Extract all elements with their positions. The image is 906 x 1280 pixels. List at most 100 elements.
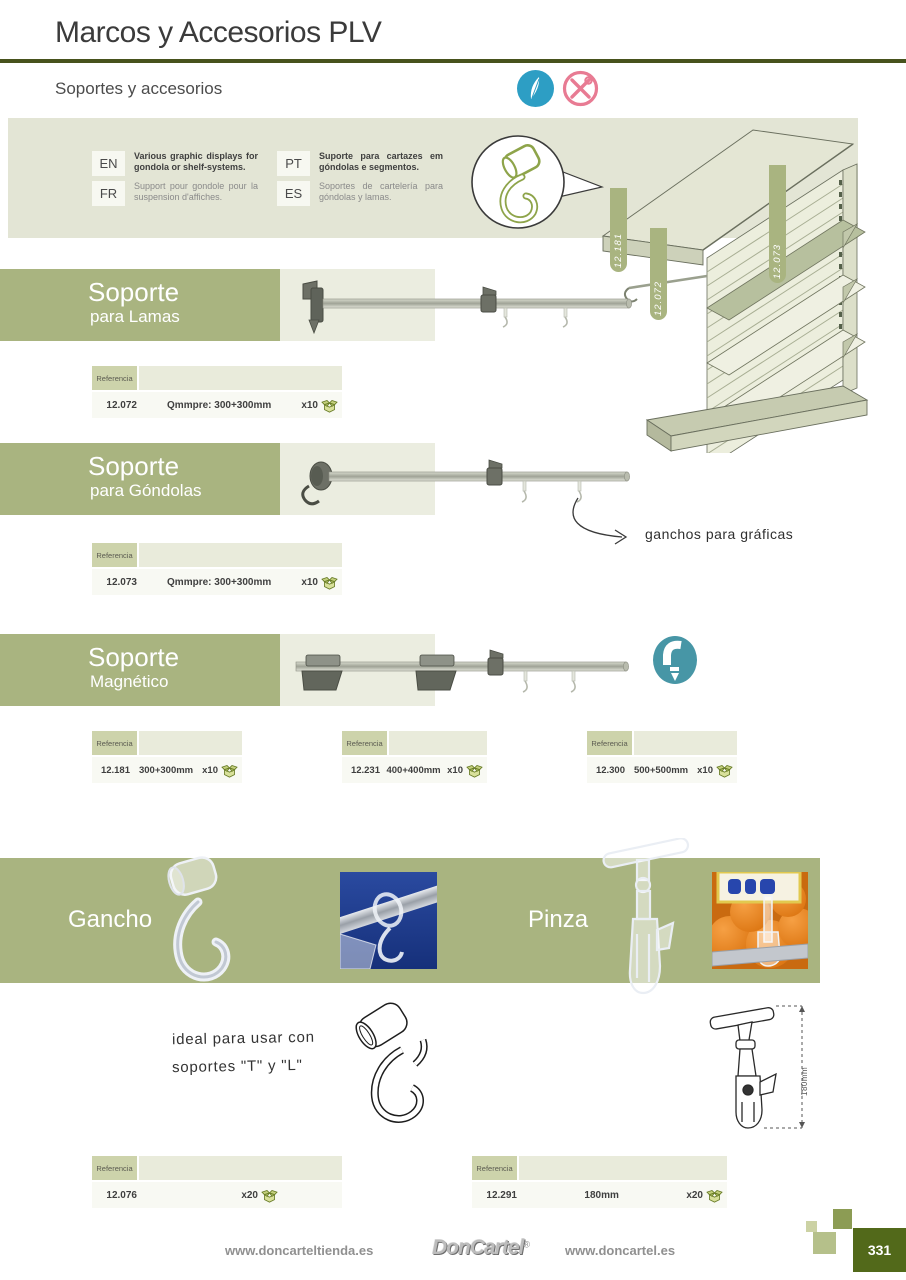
pinza-line-drawing xyxy=(702,998,817,1141)
table-pinza: Referencia 12.291 180mm x20 xyxy=(472,1156,727,1208)
lang-code-fr: FR xyxy=(92,181,125,206)
spec-value: 180mm xyxy=(584,1189,619,1201)
footer-right-url[interactable]: www.doncartel.es xyxy=(565,1243,676,1258)
table-header-referencia: Referencia xyxy=(587,731,632,755)
table-header-spacer xyxy=(634,731,737,755)
pack-value: x20 xyxy=(686,1188,727,1203)
page-number-box: 331 xyxy=(853,1228,906,1272)
deco-square-olive xyxy=(833,1209,852,1229)
lang-code-pt: PT xyxy=(277,151,310,176)
gancho-line-drawing xyxy=(345,1002,440,1135)
pack-value: x10 xyxy=(301,575,342,590)
box-icon xyxy=(221,764,238,778)
rod-gondolas-image xyxy=(283,452,633,517)
gancho-note-line1: ideal para usar con xyxy=(171,1028,315,1049)
ref-value: 12.291 xyxy=(486,1189,517,1201)
magnet-badge-icon xyxy=(652,636,698,691)
table-row: 12.072 Qmmpre: 300+300mm x10 xyxy=(92,392,342,418)
lang-code-en: EN xyxy=(92,151,125,176)
page-number: 331 xyxy=(867,1242,892,1258)
rod-magnetico-image xyxy=(288,642,633,707)
table-header-spacer xyxy=(139,543,342,567)
table-header-spacer xyxy=(139,366,342,390)
table-header-spacer xyxy=(139,731,242,755)
table-header-referencia: Referencia xyxy=(92,366,137,390)
table-header-referencia: Referencia xyxy=(92,1156,137,1180)
table-row: 12.076 x20 xyxy=(92,1182,342,1208)
pack-value: x20 xyxy=(241,1188,282,1203)
table-header-referencia: Referencia xyxy=(342,731,387,755)
pinza-label: Pinza xyxy=(528,906,589,933)
rod-lamas-image xyxy=(283,278,633,341)
pinza-detail-photo xyxy=(708,870,818,974)
lang-text-es: Soportes de cartelería para góndolas y l… xyxy=(319,181,443,202)
shelf-tag-12072: 12.072 xyxy=(650,228,667,320)
ref-value: 12.076 xyxy=(106,1189,137,1201)
table-magnetico-1: Referencia 12.181 300+300mm x10 xyxy=(92,731,242,783)
ref-value: 12.231 xyxy=(350,764,380,776)
gancho-note-line2: soportes "T" y "L" xyxy=(171,1056,303,1077)
deco-square-sage xyxy=(813,1232,836,1254)
shelf-tag-12181: 12.181 xyxy=(610,188,627,272)
table-gancho: Referencia 12.076 x20 xyxy=(92,1156,342,1208)
table-header-spacer xyxy=(139,1156,342,1180)
box-icon xyxy=(706,1189,723,1203)
table-magnetico-2: Referencia 12.231 400+400mm x10 xyxy=(342,731,487,783)
table-row: 12.300 500+500mm x10 xyxy=(587,757,737,783)
page-title: Marcos y Accesorios PLV xyxy=(55,16,382,49)
table-row: 12.291 180mm x20 xyxy=(472,1182,727,1208)
spec-value: 300+300mm xyxy=(138,764,194,776)
pack-value: x10 xyxy=(301,398,342,413)
deco-square-small xyxy=(806,1221,817,1232)
ref-value: 12.072 xyxy=(106,399,137,411)
gancho-photo xyxy=(146,850,246,1013)
brand-logo: DonCartel® xyxy=(432,1236,530,1259)
table-header-referencia: Referencia xyxy=(92,731,137,755)
section-title: Soporte xyxy=(88,277,180,307)
gancho-label: Gancho xyxy=(68,906,153,933)
banner-soporte-lamas: Soporte para Lamas xyxy=(0,269,280,341)
feather-icon xyxy=(517,70,554,107)
box-icon xyxy=(321,399,338,413)
section-subtitle: para Lamas xyxy=(90,307,180,326)
table-header-spacer xyxy=(389,731,487,755)
lang-item-fr: FR Support pour gondole pour la suspensi… xyxy=(92,181,258,206)
registered-mark: ® xyxy=(523,1239,530,1250)
spec-value: 500+500mm xyxy=(633,764,689,776)
table-magnetico-3: Referencia 12.300 500+500mm x10 xyxy=(587,731,737,783)
spec-value: Qmmpre: 300+300mm xyxy=(167,399,272,411)
box-icon xyxy=(321,576,338,590)
ref-value: 12.181 xyxy=(100,764,130,776)
lang-code-es: ES xyxy=(277,181,310,206)
section-subtitle: Magnético xyxy=(90,672,169,691)
annotation-arrow xyxy=(560,495,670,555)
shelf-tag-12073: 12.073 xyxy=(769,165,786,283)
hook-sketch-icon xyxy=(499,144,541,224)
gancho-detail-photo xyxy=(328,872,453,974)
footer-left-url[interactable]: www.doncarteltienda.es xyxy=(225,1243,374,1258)
page-subtitle: Soportes y accesorios xyxy=(55,79,223,98)
table-gondolas: Referencia 12.073 Qmmpre: 300+300mm x10 xyxy=(92,543,342,595)
title-rule xyxy=(0,59,906,63)
lang-text-pt: Suporte para cartazes em góndolas e segm… xyxy=(319,151,443,172)
section-title: Soporte xyxy=(88,642,180,672)
table-header-referencia: Referencia xyxy=(472,1156,517,1180)
section-subtitle: para Góndolas xyxy=(90,481,202,500)
table-row: 12.231 400+400mm x10 xyxy=(342,757,487,783)
hook-callout xyxy=(450,125,610,245)
table-lamas: Referencia 12.072 Qmmpre: 300+300mm x10 xyxy=(92,366,342,418)
pinza-photo xyxy=(585,837,703,1015)
pack-value: x10 xyxy=(202,763,242,778)
lang-text-fr: Support pour gondole pour la suspension … xyxy=(134,181,258,202)
table-row: 12.073 Qmmpre: 300+300mm x10 xyxy=(92,569,342,595)
pinza-dimension-label: 180mm xyxy=(800,1066,809,1096)
box-icon xyxy=(716,764,733,778)
spec-value: 400+400mm xyxy=(386,764,441,776)
pack-value: x10 xyxy=(697,763,737,778)
lang-text-en: Various graphic displays for gondola or … xyxy=(134,151,258,172)
lang-item-es: ES Soportes de cartelería para góndolas … xyxy=(277,181,443,206)
pack-value: x10 xyxy=(447,763,487,778)
section-title: Soporte xyxy=(88,451,180,481)
ref-value: 12.300 xyxy=(595,764,625,776)
